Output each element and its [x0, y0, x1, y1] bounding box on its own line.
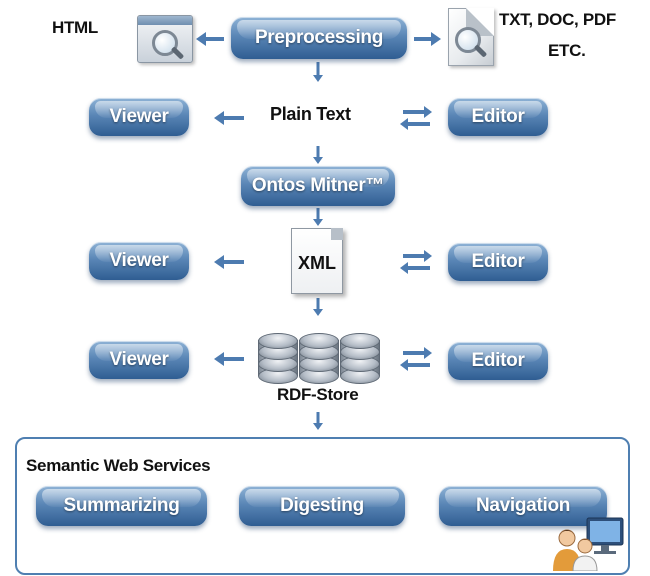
viewer-button-1[interactable]: Viewer — [89, 98, 189, 136]
bidirectional-arrows-icon — [400, 250, 432, 274]
database-cylinders-icon — [256, 332, 380, 386]
preprocessing-node[interactable]: Preprocessing — [231, 17, 407, 59]
html-label: HTML — [52, 18, 99, 37]
ontos-miner-node[interactable]: Ontos Mitner™ — [241, 166, 395, 206]
semantic-web-services-panel: Semantic Web Services Summarizing Digest… — [15, 437, 630, 575]
digesting-button[interactable]: Digesting — [239, 486, 405, 526]
arrow-icon — [414, 32, 441, 46]
viewer-button-2[interactable]: Viewer — [89, 242, 189, 280]
arrow-icon — [214, 255, 244, 269]
editor-button-2[interactable]: Editor — [448, 243, 548, 281]
editor-button-1[interactable]: Editor — [448, 98, 548, 136]
bidirectional-arrows-icon — [400, 106, 432, 130]
arrow-icon — [313, 208, 323, 226]
arrow-icon — [313, 412, 323, 430]
browser-window-icon — [137, 15, 193, 63]
navigation-button[interactable]: Navigation — [439, 486, 607, 526]
users-computer-icon — [551, 516, 627, 572]
summarizing-button[interactable]: Summarizing — [36, 486, 207, 526]
viewer-button-3[interactable]: Viewer — [89, 341, 189, 379]
arrow-icon — [196, 32, 224, 46]
bidirectional-arrows-icon — [400, 347, 432, 371]
preprocessing-label: Preprocessing — [254, 27, 384, 48]
panel-title: Semantic Web Services — [26, 456, 211, 475]
arrow-icon — [214, 111, 244, 125]
arrow-icon — [313, 146, 323, 164]
rdf-store-label: RDF-Store — [277, 385, 359, 404]
arrow-icon — [313, 298, 323, 316]
etc-label: ETC. — [548, 41, 586, 60]
source-formats-label: TXT, DOC, PDF — [499, 10, 616, 29]
arrow-icon — [214, 352, 244, 366]
document-magnifier-icon — [448, 8, 494, 66]
xml-document-icon: XML — [291, 228, 343, 294]
plain-text-label: Plain Text — [270, 104, 351, 124]
editor-button-3[interactable]: Editor — [448, 342, 548, 380]
arrow-icon — [313, 62, 323, 82]
xml-label: XML — [298, 253, 336, 273]
